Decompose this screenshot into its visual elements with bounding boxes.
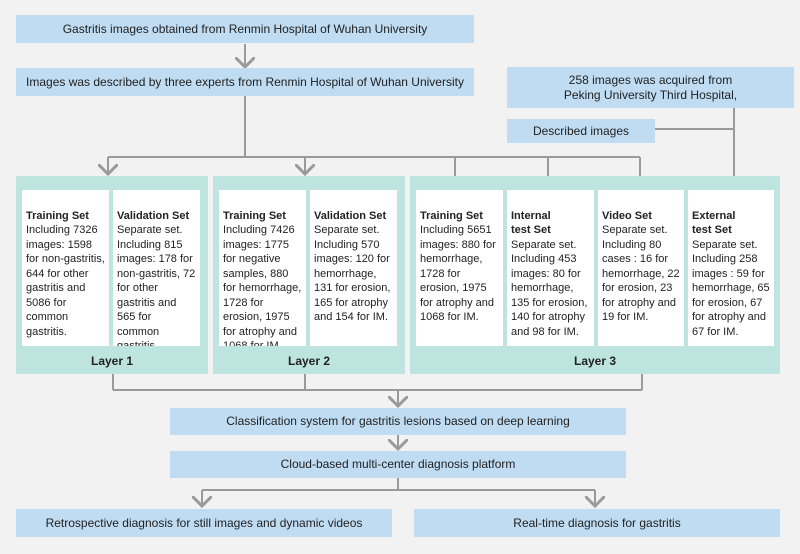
peking-described-text: Described images <box>532 123 630 138</box>
layer2-validation-text: Separate set. Including 570 images: 120 … <box>314 224 391 323</box>
layer3-internal-title: Internal test Set <box>511 209 551 237</box>
classification-box: Classification system for gastritis lesi… <box>170 408 626 435</box>
layer3-external-text: Separate set. Including 258 images : 59 … <box>692 238 770 338</box>
layer3-label: Layer 3 <box>573 354 617 368</box>
layer1-training-text: Including 7326 images: 1598 for non-gast… <box>26 224 105 338</box>
source-text: Gastritis images obtained from Renmin Ho… <box>62 21 428 36</box>
described-box: Images was described by three experts fr… <box>16 68 474 96</box>
described-text: Images was described by three experts fr… <box>26 74 464 89</box>
layer3-video-title: Video Set <box>602 209 652 222</box>
realtime-box: Real-time diagnosis for gastritis <box>414 509 780 537</box>
layer2-validation-title: Validation Set <box>314 209 387 222</box>
layer1-label: Layer 1 <box>90 354 134 368</box>
cloud-platform-box: Cloud-based multi-center diagnosis platf… <box>170 451 626 478</box>
retrospective-box: Retrospective diagnosis for still images… <box>16 509 392 537</box>
peking-text: 258 images was acquired from Peking Univ… <box>563 72 738 102</box>
peking-box: 258 images was acquired from Peking Univ… <box>507 67 794 108</box>
classification-text: Classification system for gastritis lesi… <box>226 414 570 428</box>
layer1-validation-title: Validation Set <box>117 209 190 222</box>
realtime-text: Real-time diagnosis for gastritis <box>513 515 681 530</box>
layer3-internal-text: Separate set. Including 453 images: 80 f… <box>511 238 588 338</box>
cloud-platform-text: Cloud-based multi-center diagnosis platf… <box>280 457 516 471</box>
layer3-training-title: Training Set <box>420 209 483 222</box>
layer2-training-title: Training Set <box>223 209 286 222</box>
layer3-training-text: Including 5651 images: 880 for hemorrhag… <box>420 224 496 323</box>
layer3-external-title: External test Set <box>692 209 736 237</box>
retrospective-text: Retrospective diagnosis for still images… <box>45 515 363 530</box>
layer1-validation-text: Separate set. Including 815 images: 178 … <box>117 224 196 346</box>
layer3-video-text: Separate set. Including 80 cases : 16 fo… <box>602 224 680 323</box>
layer2-label: Layer 2 <box>287 354 331 368</box>
source-box: Gastritis images obtained from Renmin Ho… <box>16 15 474 43</box>
layer2-training-text: Including 7426 images: 1775 for negative… <box>223 224 302 346</box>
peking-described-box: Described images <box>507 119 655 143</box>
layer1-training-title: Training Set <box>26 209 89 222</box>
